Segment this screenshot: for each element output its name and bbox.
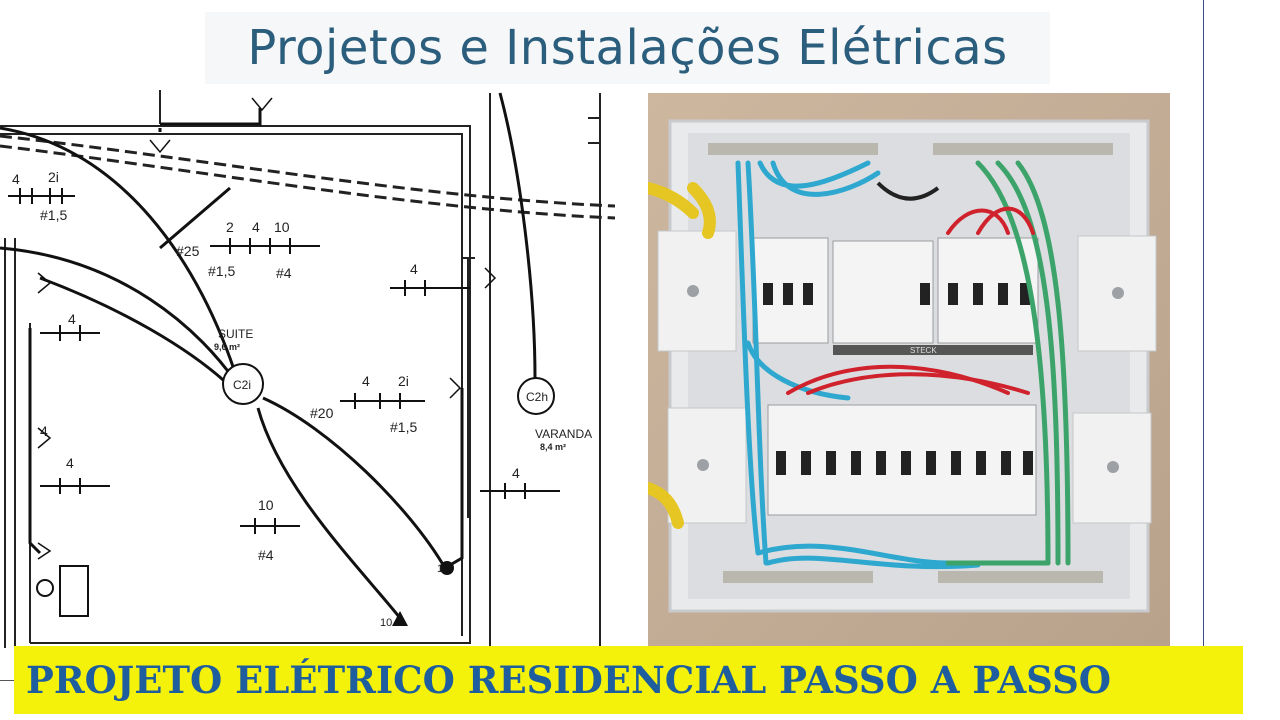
banner-text: PROJETO ELÉTRICO RESIDENCIAL PASSO A PAS… bbox=[26, 658, 1112, 702]
left-tick bbox=[0, 680, 14, 681]
label-left-count-3: 4 bbox=[66, 455, 74, 471]
title-banner: PROJETO ELÉTRICO RESIDENCIAL PASSO A PAS… bbox=[14, 646, 1243, 714]
label-count2: 2i bbox=[48, 169, 59, 185]
label-fixture-2: C2h bbox=[526, 390, 548, 404]
junction-point bbox=[440, 561, 454, 575]
outlet-point bbox=[392, 611, 408, 626]
label-left-count-2: 4 bbox=[40, 423, 48, 439]
label-count: 4 bbox=[12, 171, 20, 187]
header-title: Projetos e Instalações Elétricas bbox=[205, 12, 1050, 84]
label-mid-count-1: 2 bbox=[226, 219, 234, 235]
label-point2: 10 bbox=[380, 617, 392, 629]
label-conduit2: #20 bbox=[310, 405, 334, 421]
label-mid-gauge2: #4 bbox=[276, 265, 292, 281]
label-right-count: 4 bbox=[410, 261, 418, 277]
label-left-count-1: 4 bbox=[68, 311, 76, 327]
label-mid-count-3: 10 bbox=[274, 219, 290, 235]
fixture-c2i bbox=[222, 363, 264, 405]
label-lower-count-2: 2i bbox=[398, 373, 409, 389]
label-mid-gauge: #1,5 bbox=[208, 263, 235, 279]
label-gauge: #1,5 bbox=[40, 207, 67, 223]
label-varanda: VARANDA bbox=[535, 427, 592, 441]
label-fixture-1: C2i bbox=[233, 378, 251, 392]
label-point: 1 bbox=[437, 563, 443, 575]
right-rule bbox=[1203, 0, 1204, 650]
electrical-plan-drawing: 4 2i #1,5 2 4 10 #1,5 #4 #25 #20 SUITE 9… bbox=[0, 90, 615, 648]
label-right-count2: 4 bbox=[512, 465, 520, 481]
label-lower-count-1: 4 bbox=[362, 373, 370, 389]
label-bottom-count: 10 bbox=[258, 497, 274, 513]
electrical-panel-photo: STECK bbox=[648, 93, 1170, 646]
label-suite: SUITE bbox=[218, 327, 253, 341]
label-lower-gauge: #1,5 bbox=[390, 419, 417, 435]
label-varanda-sub: 8,4 m² bbox=[540, 442, 566, 452]
label-conduit: #25 bbox=[176, 243, 200, 259]
panel-brand: STECK bbox=[910, 346, 937, 355]
label-mid-count-2: 4 bbox=[252, 219, 260, 235]
label-bottom-gauge: #4 bbox=[258, 547, 274, 563]
label-suite-sub: 9,6 m² bbox=[214, 342, 240, 352]
fixture-c2h bbox=[517, 377, 555, 415]
